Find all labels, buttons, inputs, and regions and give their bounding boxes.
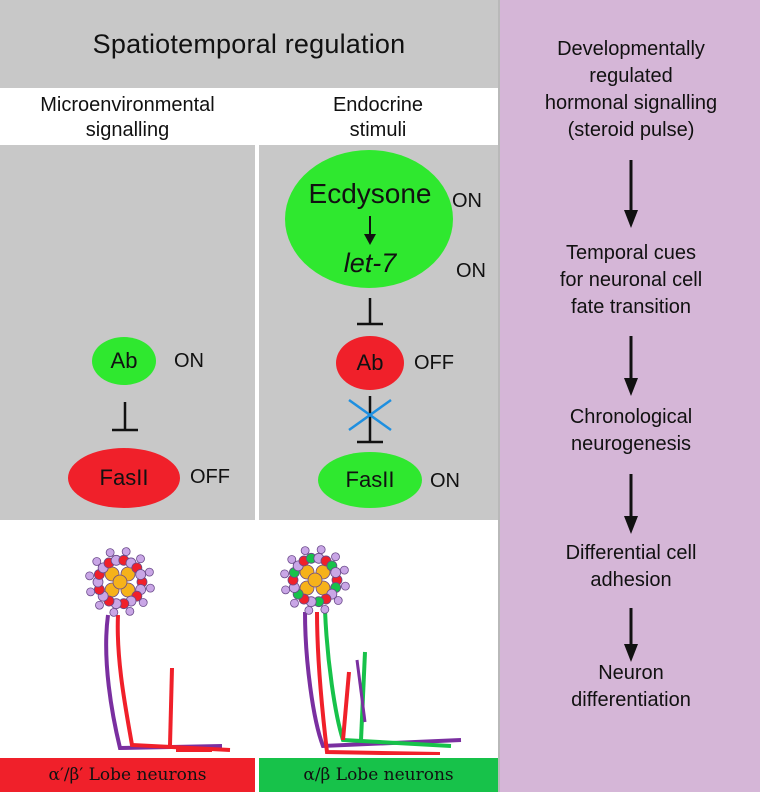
- cell-lilac: [339, 565, 349, 575]
- cell-orange: [307, 572, 323, 588]
- step-differential-adhesion: Differential cell adhesion: [565, 542, 697, 591]
- cell-lilac: [316, 545, 326, 555]
- cell-lilac: [287, 555, 297, 564]
- cell-lilac: [121, 547, 131, 557]
- fasii-label-middle: FasII: [345, 467, 395, 492]
- cascade-arrow-3: [624, 474, 638, 534]
- ecdysone-state: ON: [452, 190, 482, 212]
- cell-orange: [112, 574, 128, 590]
- cell-lilac: [86, 587, 96, 597]
- fasii-state-middle: ON: [430, 470, 460, 492]
- fasii-node-left: FasII: [68, 448, 180, 508]
- cell-lilac: [300, 546, 310, 556]
- endocrine-heading: Endocrine stimuli: [332, 94, 424, 141]
- cell-lilac: [280, 569, 290, 579]
- cell-lilac: [95, 600, 104, 610]
- cell-lilac: [340, 581, 350, 591]
- cell-lilac: [105, 548, 115, 558]
- step-temporal-cues: Temporal cues for neuronal cell fate tra…: [559, 242, 703, 318]
- inhibition-arrow-let7-ab: [357, 298, 383, 326]
- ab-label-left: Ab: [110, 348, 138, 373]
- cell-lilac: [144, 567, 154, 577]
- cell-lilac: [290, 598, 299, 608]
- cascade-arrow-2: [624, 336, 638, 396]
- ab-state-left: ON: [174, 350, 204, 372]
- ab-label-middle: Ab: [356, 350, 384, 375]
- header-title: Spatiotemporal regulation: [0, 0, 498, 88]
- cell-lilac: [135, 569, 147, 580]
- cascade-arrow-1: [624, 160, 638, 228]
- let7-state: ON: [456, 260, 486, 282]
- step-chronological-neurogenesis: Chronological neurogenesis: [569, 406, 693, 455]
- activation-arrow-ecdysone-let7: [364, 216, 376, 245]
- cell-lilac: [138, 598, 148, 607]
- cell-lilac: [304, 605, 314, 615]
- cell-lilac: [330, 567, 342, 578]
- cascade-arrow-4: [624, 608, 638, 662]
- cell-lilac: [92, 557, 102, 566]
- fasii-node-middle: FasII: [318, 452, 422, 508]
- ab-node-left: Ab: [92, 337, 156, 385]
- alpha-prime-beta-prime-legend: α′/β′ Lobe neurons: [0, 758, 255, 792]
- regulation-cascade-panel: Developmentally regulated hormonal signa…: [498, 0, 760, 792]
- let7-label: let-7: [343, 248, 397, 278]
- cell-lilac: [320, 604, 330, 614]
- alpha-prime-beta-prime-neuron-illustration: [85, 547, 231, 752]
- fasii-label-left: FasII: [99, 465, 149, 490]
- microenvironmental-heading: Microenvironmental signalling: [40, 94, 215, 141]
- ecdysone-label: Ecdysone: [308, 178, 432, 209]
- alpha-beta-neuron-illustration: [280, 545, 462, 755]
- alpha-beta-legend: α/β Lobe neurons: [259, 758, 498, 792]
- ab-node-middle: Ab: [336, 336, 404, 390]
- step-neuron-differentiation: Neuron differentiation: [571, 662, 691, 711]
- inhibition-arrow-left: [112, 402, 138, 432]
- cell-lilac: [145, 583, 155, 593]
- step-hormonal-signalling: Developmentally regulated hormonal signa…: [544, 38, 718, 141]
- cell-lilac: [136, 554, 145, 564]
- blocked-inhibition-ab-fasii: [348, 396, 392, 444]
- fasii-state-left: OFF: [190, 466, 230, 488]
- cell-lilac: [331, 552, 340, 562]
- cell-lilac: [281, 585, 291, 595]
- cell-lilac: [333, 596, 343, 605]
- ab-state-middle: OFF: [414, 352, 454, 374]
- cell-lilac: [125, 606, 135, 616]
- cell-lilac: [109, 607, 119, 617]
- cell-lilac: [85, 571, 95, 581]
